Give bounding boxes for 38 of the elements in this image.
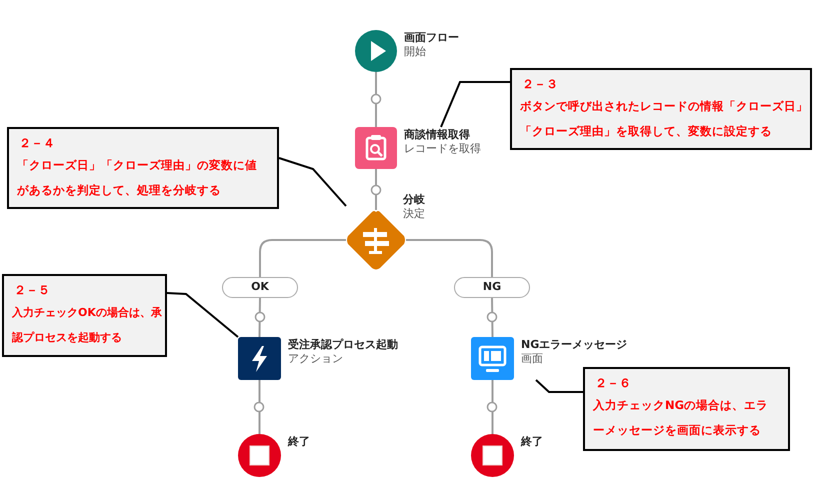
connector-line — [375, 72, 377, 127]
node-type-label: 画面 — [521, 352, 543, 366]
node-type-label: アクション — [288, 352, 343, 366]
node-title: NGエラーメッセージ — [521, 338, 628, 352]
node-title: 分岐 — [403, 193, 425, 207]
node-type-label: 開始 — [404, 45, 426, 59]
connector-line — [258, 298, 261, 338]
connector-line — [375, 169, 377, 210]
connector-line — [491, 298, 494, 338]
callout-box — [2, 274, 167, 357]
connector-line — [259, 239, 346, 277]
leader-line — [440, 81, 510, 128]
callout-box — [510, 68, 812, 150]
callout-box — [7, 127, 279, 209]
callout-heading: ２－４ — [19, 135, 55, 151]
outcome-label: NG — [454, 277, 530, 298]
connector-line — [258, 380, 260, 434]
node-title: 画面フロー — [404, 31, 459, 45]
callout-box — [583, 367, 790, 451]
callout-text: 「クローズ日」「クローズ理由」の変数に値があるかを判定して、処理を分岐する — [17, 157, 258, 199]
connector-line — [406, 239, 493, 277]
node-title: 終了 — [521, 435, 543, 449]
node-title: 終了 — [288, 435, 310, 449]
callout-heading: ２－５ — [14, 282, 50, 298]
leader-line — [535, 379, 583, 393]
callout-heading: ２－６ — [595, 375, 631, 391]
leader-line — [278, 157, 347, 207]
node-type-label: 決定 — [403, 207, 425, 221]
connector-line — [492, 380, 494, 434]
node-type-label: レコードを取得 — [404, 142, 481, 156]
callout-heading: ２－３ — [522, 76, 558, 92]
node-title: 商談情報取得 — [404, 128, 470, 142]
outcome-label: OK — [222, 277, 298, 298]
callout-text: 入力チェックNGの場合は、エラーメッセージを画面に表示する — [593, 397, 770, 439]
leader-line — [166, 292, 239, 338]
callout-text: ボタンで呼び出されたレコードの情報「クローズ日」「クローズ理由」を取得して、変数に設定する — [520, 98, 809, 140]
callout-text: 入力チェックOKの場合は、承認プロセスを起動する — [12, 305, 163, 346]
node-title: 受注承認プロセス起動 — [288, 338, 398, 352]
